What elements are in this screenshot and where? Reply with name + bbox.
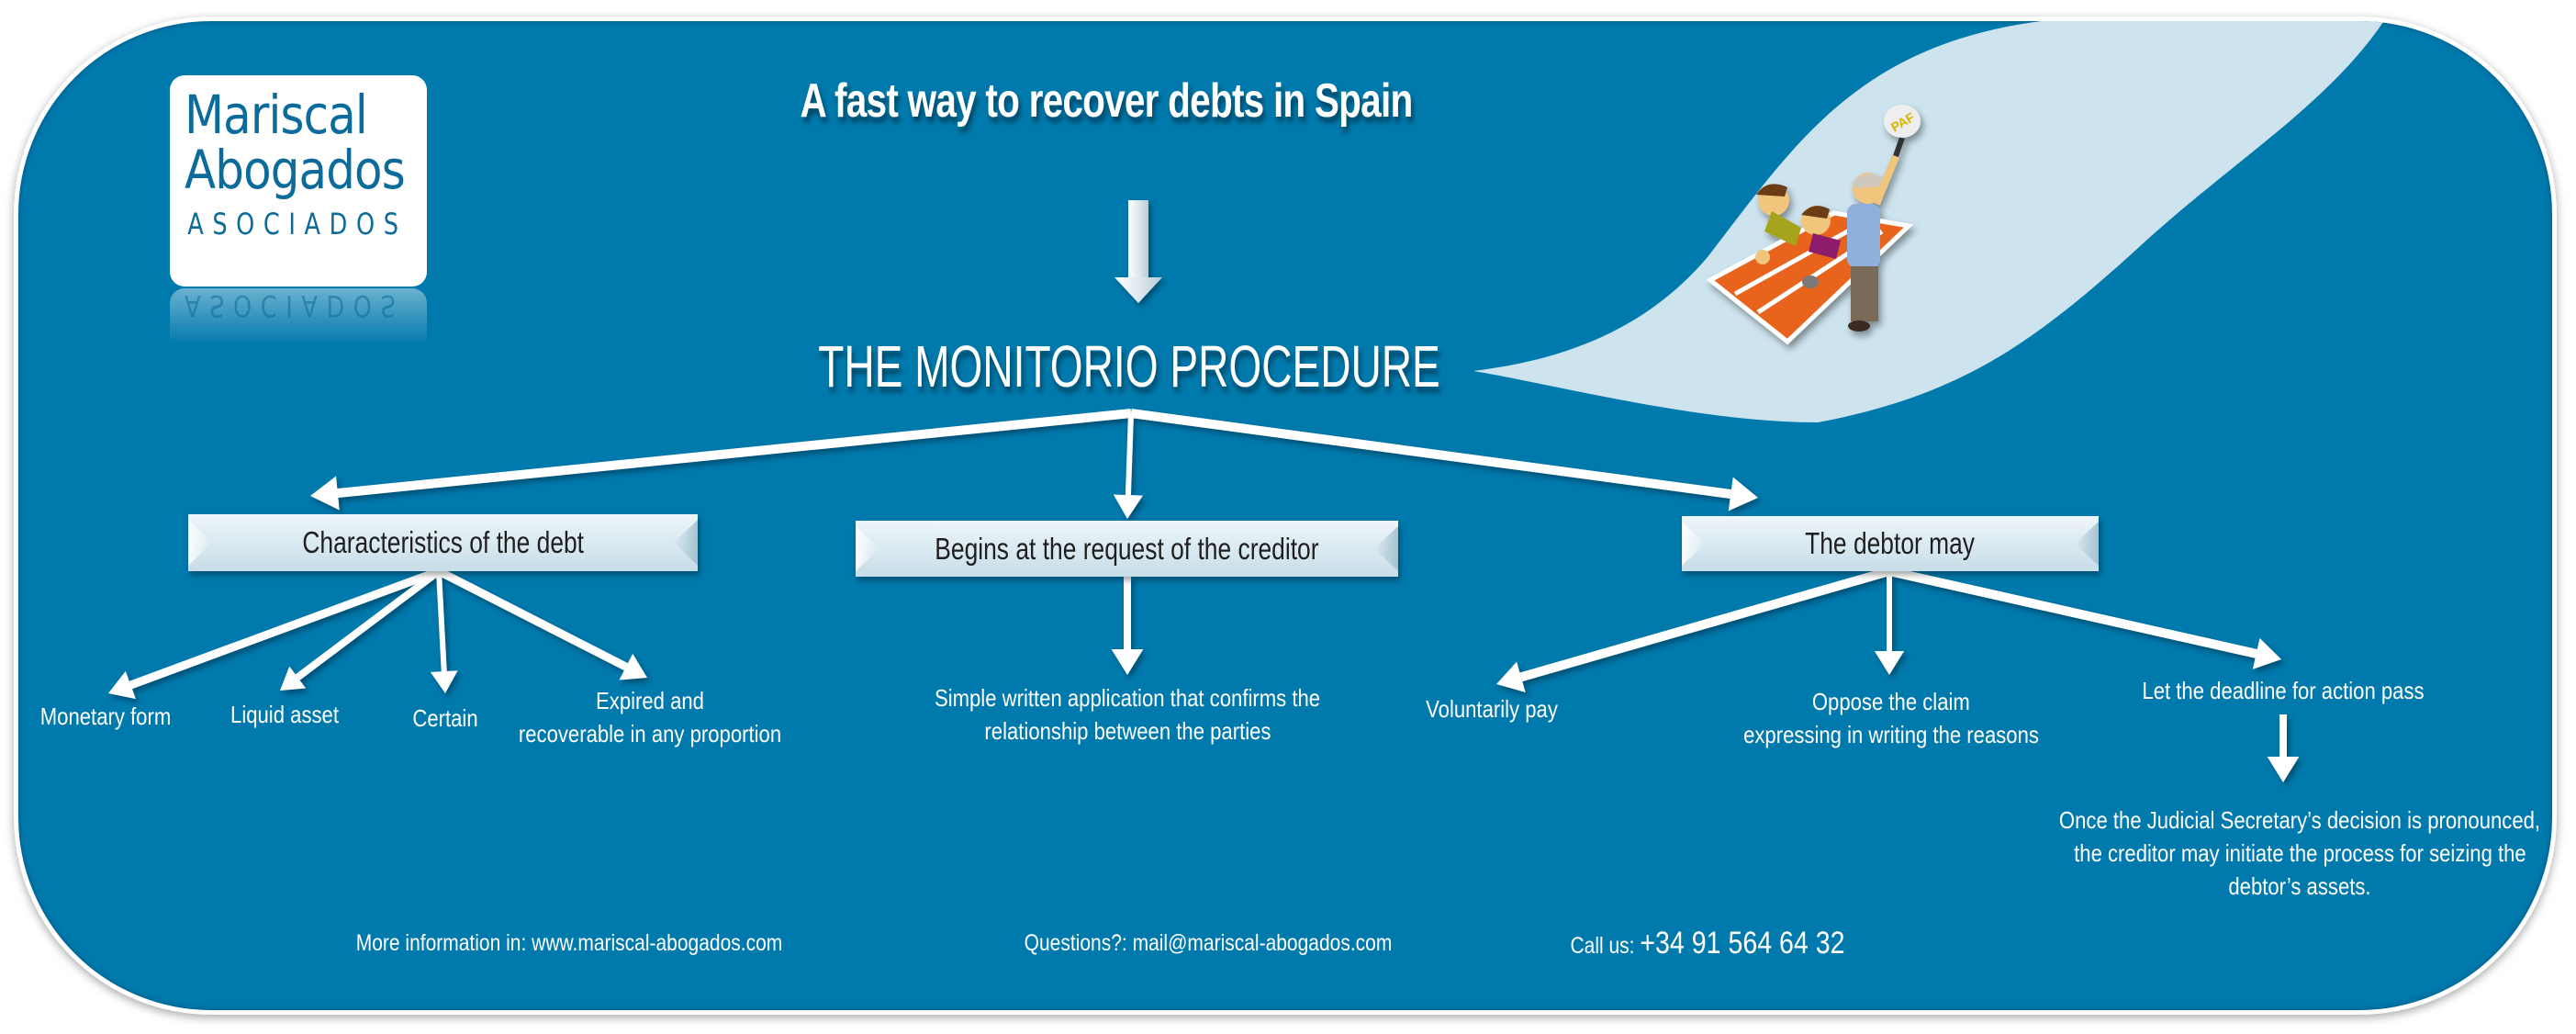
arrow-to-debtor-may (1130, 409, 1758, 511)
arrow-to-oppose-claim (1874, 571, 1905, 675)
logo-reflection-text: ASOCIADOS (185, 288, 405, 323)
footer-questions-label: Questions?: (1024, 930, 1127, 956)
arrow-head (310, 476, 340, 511)
arrow-shaft (295, 568, 442, 680)
leaf-monetary-form: Monetary form (39, 702, 172, 730)
arrow-head (1728, 477, 1758, 511)
paf-bubble (1884, 105, 1921, 138)
arrow-head (1111, 649, 1144, 675)
footer-call-label: Call us: (1570, 933, 1635, 959)
logo-line-abogados: Abogados (185, 139, 406, 201)
footer-info-label: More information in: (355, 930, 527, 956)
leaf-liquid-asset: Liquid asset (230, 701, 339, 728)
logo-line-asociados: ASOCIADOS (187, 207, 408, 242)
branch-label: Begins at the request of the creditor (935, 531, 1319, 566)
footer-email: Questions?: mail@mariscal-abogados.com (990, 930, 1428, 957)
arrow-to-certain (430, 570, 458, 693)
arrow-head (2267, 757, 2300, 782)
leaf-seizing-assets: Once the Judicial Secretary’s decision i… (2058, 806, 2541, 900)
leaf-voluntarily-pay: Voluntarily pay (1426, 695, 1558, 723)
logo-reflection: ASOCIADOS (170, 288, 427, 345)
arrow-head (1113, 494, 1144, 519)
arrow-to-let-deadline-pass (1887, 567, 2281, 669)
arrow-head (280, 666, 307, 691)
arrow-to-written-application (1111, 577, 1144, 675)
phone-number[interactable]: +34 91 564 64 32 (1640, 926, 1845, 961)
sky-swoosh (1473, 21, 2387, 422)
branch-box-begins: Begins at the request of the creditor (856, 521, 1398, 577)
arrow-head (108, 670, 136, 700)
arrow-head (1874, 651, 1905, 675)
logo-line-mariscal: Mariscal (185, 84, 368, 146)
arrow-head (619, 653, 647, 680)
branch-label: The debtor may (1805, 526, 1976, 560)
company-logo[interactable]: Mariscal Abogados ASOCIADOS (170, 75, 427, 287)
branch-box-debtor-may: The debtor may (1682, 516, 2099, 571)
arrow-shaft (1887, 567, 2257, 658)
website-link[interactable]: www.mariscal-abogados.com (532, 930, 783, 956)
arrow-shaft (1125, 412, 1134, 496)
procedure-title: THE MONITORIO PROCEDURE (818, 333, 1440, 399)
arrow-shaft (337, 409, 1132, 498)
arrow-shaft (129, 567, 441, 690)
footer-website: More information in: www.mariscal-abogad… (315, 930, 823, 957)
leaf-let-deadline-pass: Let the deadline for action pass (2142, 677, 2425, 704)
email-link[interactable]: mail@mariscal-abogados.com (1132, 930, 1393, 956)
arrow-shaft (436, 570, 447, 672)
arrow-to-liquid-asset (280, 568, 442, 691)
arrow-head (1496, 661, 1526, 692)
arrow-to-voluntarily-pay (1496, 567, 1891, 692)
arrow-shaft (1519, 567, 1891, 682)
arrow-head (2252, 637, 2281, 669)
headline: A fast way to recover debts in Spain (800, 74, 1414, 128)
arrow-to-monetary-form (108, 567, 441, 700)
arrow-to-expired (436, 567, 647, 680)
arrow-to-seizing-assets (2267, 714, 2300, 782)
branch-label: Characteristics of the debt (302, 525, 584, 559)
arrow-shaft (436, 567, 628, 671)
arrow-head (430, 670, 458, 693)
arrow-to-characteristics (310, 409, 1132, 511)
leaf-oppose-claim: Oppose the claim expressing in writing t… (1743, 688, 2039, 748)
arrow-shaft (1130, 409, 1731, 499)
leaf-written-application: Simple written application that confirms… (934, 684, 1321, 745)
runners-illustration: PAF (1706, 105, 1921, 345)
footer-phone: Call us: +34 91 564 64 32 (1544, 926, 1871, 961)
leaf-certain: Certain (412, 704, 478, 732)
leaf-expired-recoverable: Expired and recoverable in any proportio… (518, 687, 782, 747)
branch-box-characteristics: Characteristics of the debt (188, 514, 698, 571)
arrow-to-begins (1113, 412, 1144, 519)
headline-down-arrow (1114, 200, 1162, 303)
